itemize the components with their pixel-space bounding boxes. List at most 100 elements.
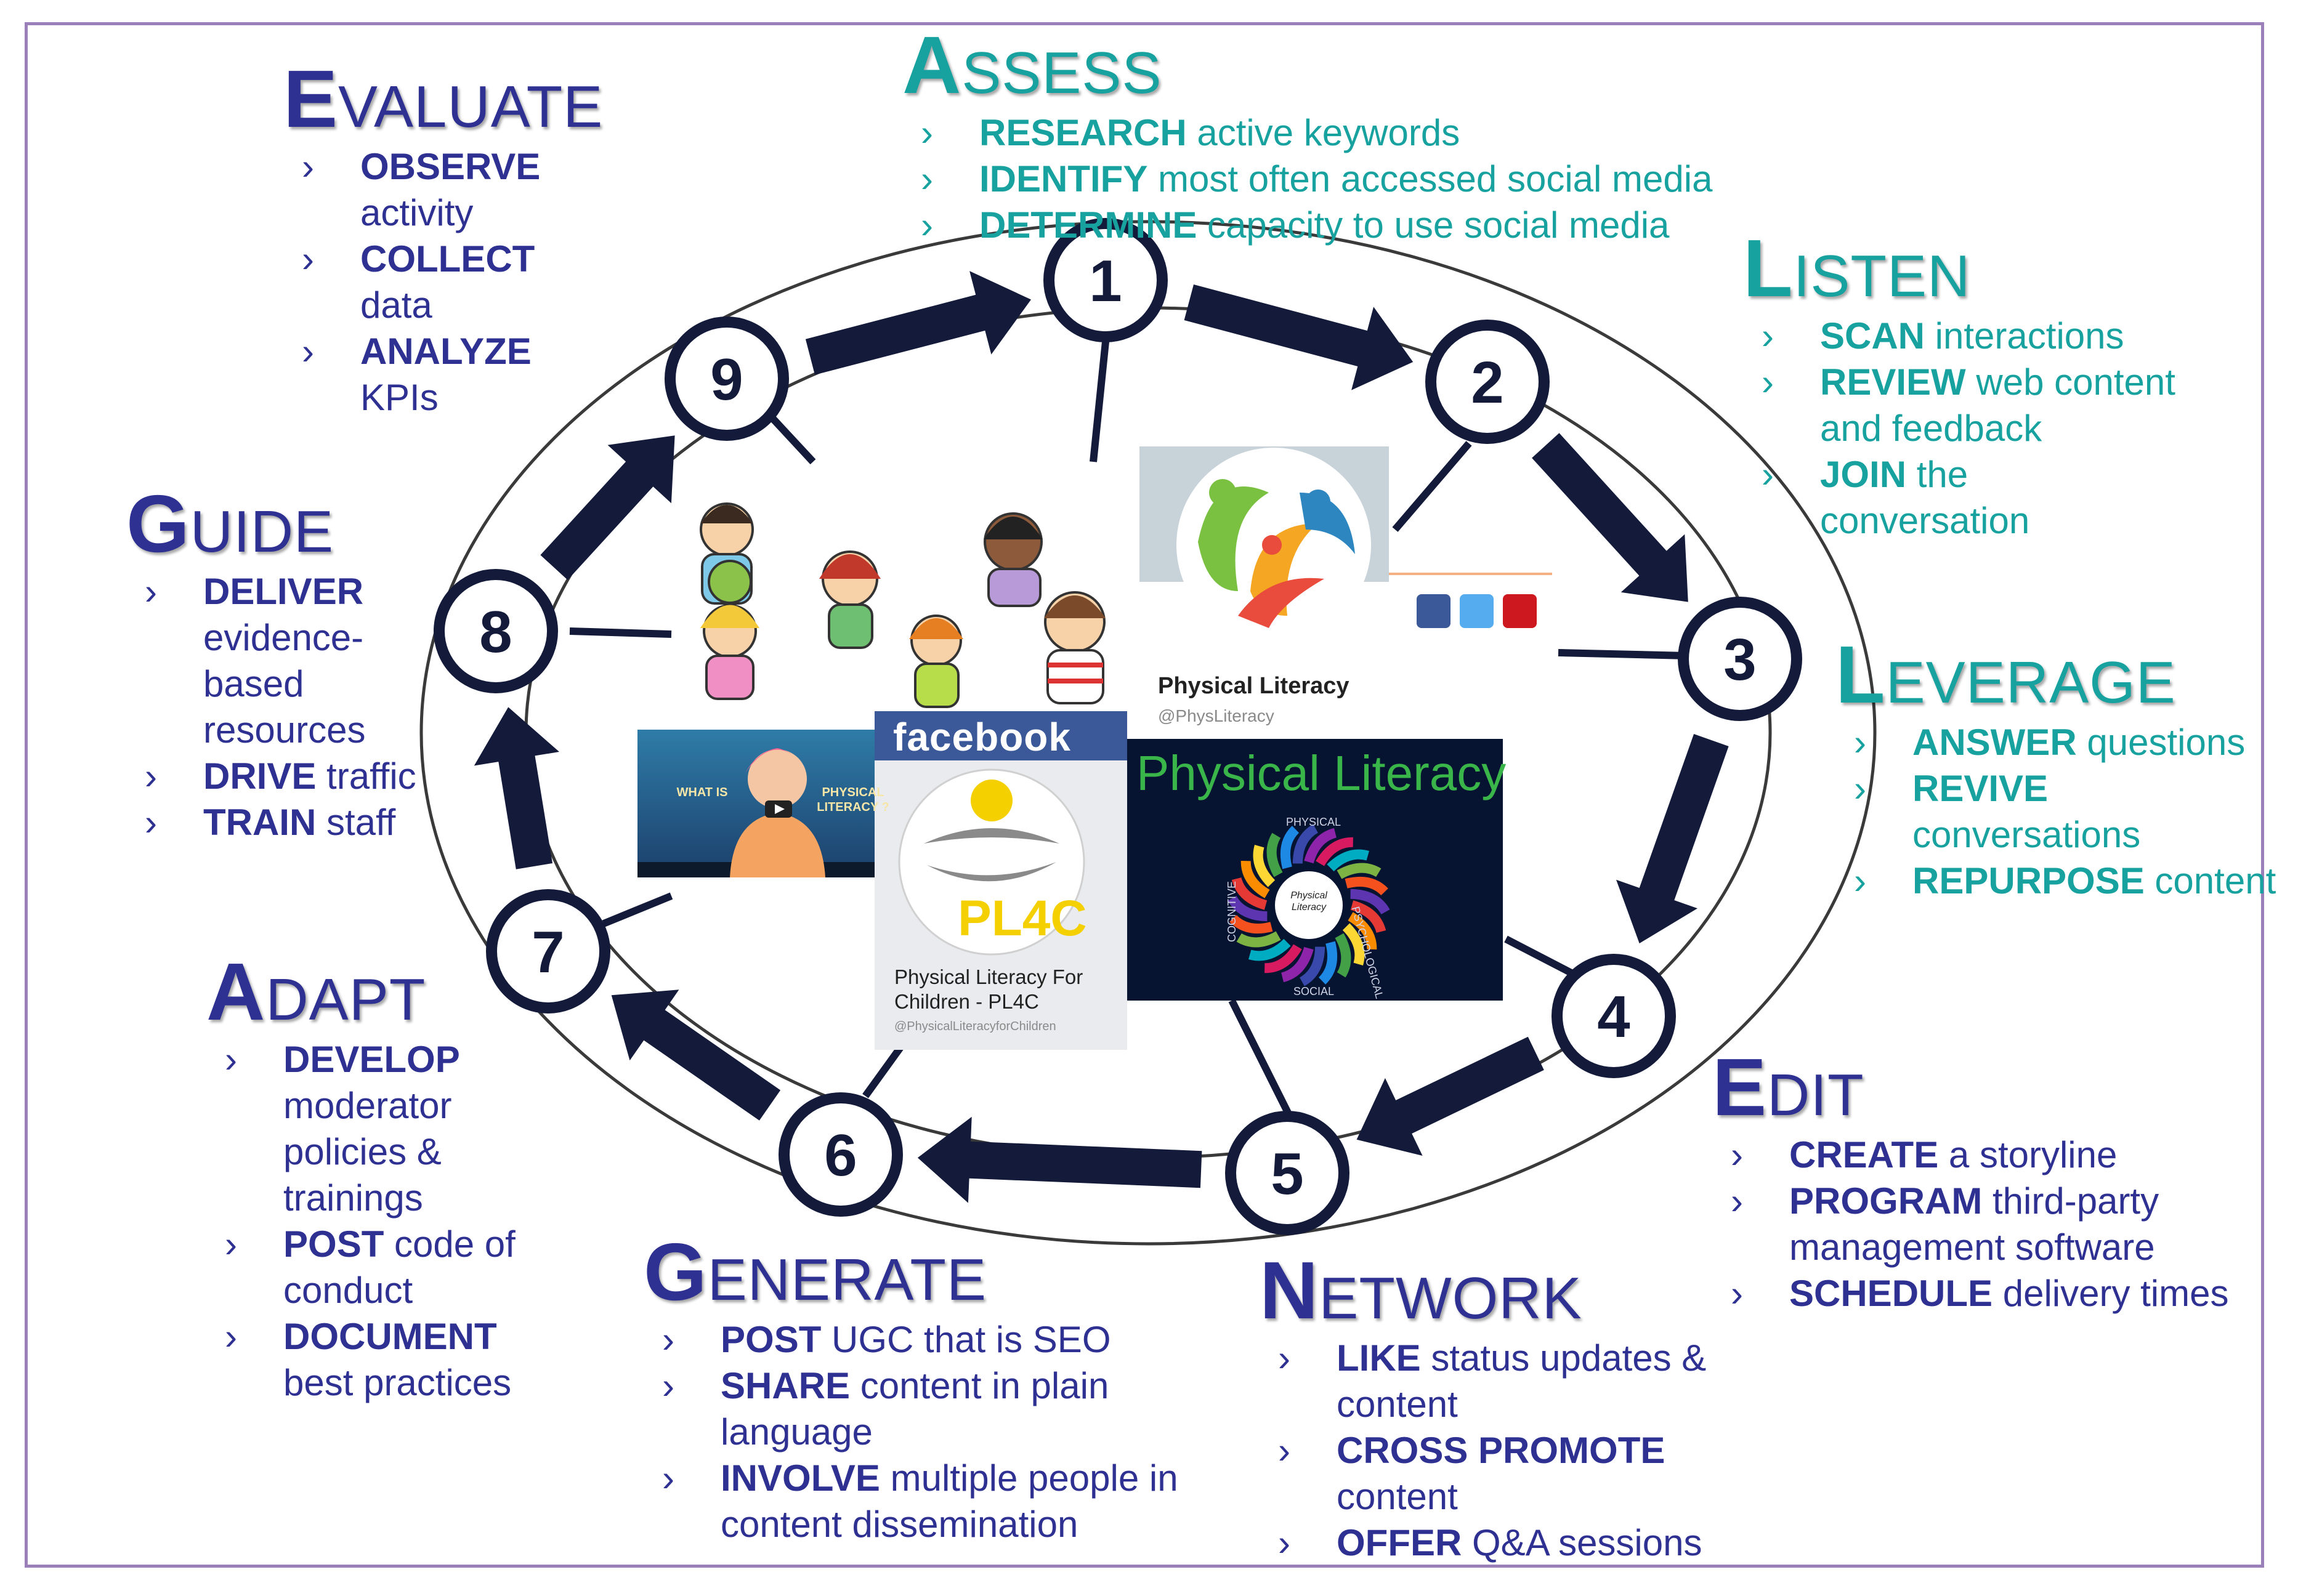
poster-title: Physical Literacy xyxy=(1136,746,1507,800)
stage-item-verb: POST xyxy=(283,1223,384,1265)
wheel-segment xyxy=(1342,923,1365,965)
stage-item-verb: REVIEW xyxy=(1820,361,1966,403)
stage-adapt: ADAPT DEVELOP moderator policies & train… xyxy=(206,951,539,1406)
stage-item: CROSS PROMOTE content xyxy=(1260,1427,1740,1520)
stage-item-verb: REPURPOSE xyxy=(1912,860,2145,901)
stage-item-verb: SHARE xyxy=(721,1365,851,1406)
node-number: 8 xyxy=(479,599,512,665)
node-7: 7 xyxy=(486,889,610,1014)
stage-item-text: staff xyxy=(316,802,396,843)
stage-heading: ASSESS xyxy=(902,20,1162,110)
stage-item-text: multiple people in content dissemination xyxy=(721,1457,1178,1545)
stage-item: OBSERVE activity xyxy=(283,143,567,236)
arrow-7-to-8 xyxy=(474,707,559,869)
facebook-page-card xyxy=(875,711,1127,1050)
node-6: 6 xyxy=(779,1092,903,1217)
youtube-icon xyxy=(1503,594,1537,628)
stage-item-text: conversations xyxy=(1912,814,2141,855)
stage-item-verb: RESEARCH xyxy=(979,112,1187,153)
node-3: 3 xyxy=(1678,597,1802,721)
wheel-segment xyxy=(1299,946,1325,986)
node-9: 9 xyxy=(665,316,789,441)
stage-item-verb: DRIVE xyxy=(203,756,317,797)
stage-item-text: moderator policies & trainings xyxy=(283,1085,452,1219)
arrow-2-to-3 xyxy=(1532,433,1688,602)
physical-literacy-poster xyxy=(1127,739,1503,1001)
stage-edit: EDIT CREATE a storylinePROGRAM third-par… xyxy=(1712,1042,2267,1317)
node-4: 4 xyxy=(1552,954,1676,1078)
stage-heading: GENERATE xyxy=(644,1227,987,1317)
stage-item-text: interactions xyxy=(1925,315,2124,357)
node-5: 5 xyxy=(1225,1111,1349,1235)
stage-item-text: Q&A sessions xyxy=(1462,1522,1702,1563)
stage-item-verb: CREATE xyxy=(1789,1134,1939,1175)
wheel-segment xyxy=(1292,824,1319,864)
wheel-segment xyxy=(1318,941,1338,985)
stage-item: POST UGC that is SEO xyxy=(644,1316,1210,1363)
twitter-icon xyxy=(1460,594,1494,628)
node-number: 5 xyxy=(1271,1141,1303,1207)
stage-item-verb: DEVELOP xyxy=(283,1039,460,1080)
stage-evaluate: EVALUATE OBSERVE activityCOLLECT dataANA… xyxy=(283,54,604,421)
arrow-6-to-7 xyxy=(611,989,781,1121)
node-number: 4 xyxy=(1597,984,1630,1050)
stage-assess: ASSESS RESEARCH active keywordsIDENTIFY … xyxy=(902,20,1713,249)
stage-item-text: delivery times xyxy=(1993,1273,2229,1314)
node-number: 3 xyxy=(1723,627,1756,693)
stage-item-verb: POST xyxy=(721,1319,822,1360)
stage-heading: LEVERAGE xyxy=(1835,629,2176,720)
node-connectors xyxy=(569,341,1688,1119)
stage-item: JOIN the conversation xyxy=(1743,451,2187,544)
stage-item-verb: REVIVE xyxy=(1912,768,2049,809)
node-number: 7 xyxy=(532,919,564,985)
stage-item-verb: COLLECT xyxy=(360,238,535,280)
wheel-segment xyxy=(1236,931,1281,948)
twitter-profile-handle: @PhysLiteracy xyxy=(1158,706,1274,725)
facebook-page-name: Physical Literacy For Children - PL4C xyxy=(894,965,1083,1013)
stage-item: COLLECT data xyxy=(283,236,567,328)
stage-item: DETERMINE capacity to use social media xyxy=(902,202,1712,248)
stage-item-verb: ANSWER xyxy=(1912,722,2077,763)
stage-item-verb: OFFER xyxy=(1337,1522,1462,1563)
poster-ring-physical: PHYSICAL xyxy=(1286,816,1341,828)
stage-item-text: most often accessed social media xyxy=(1147,158,1713,200)
stage-item-text: code of conduct xyxy=(283,1223,516,1311)
wheel-segment xyxy=(1348,912,1377,950)
poster-ring-cognitive: COGNITIVE xyxy=(1226,881,1238,942)
stage-item: OFFER Q&A sessions xyxy=(1260,1520,1740,1566)
kids-illustration xyxy=(700,502,1106,708)
video-thumbnail xyxy=(637,730,912,877)
stage-item: CREATE a storyline xyxy=(1712,1132,2267,1178)
wheel-segment xyxy=(1327,849,1369,872)
stage-item: DELIVER evidence-based resources xyxy=(126,568,447,753)
stage-item-text: evidence-based resources xyxy=(203,617,366,751)
stage-item-text: UGC that is SEO xyxy=(821,1319,1111,1360)
facebook-page-handle: @PhysicalLiteracyforChildren xyxy=(894,1020,1056,1033)
facebook-icon xyxy=(1417,594,1450,628)
stage-item-text: web content and feedback xyxy=(1820,361,2175,449)
stage-heading: EDIT xyxy=(1712,1042,1864,1132)
stage-item-text: best practices xyxy=(283,1362,512,1403)
wheel-segment xyxy=(1335,933,1351,978)
stage-item: ANSWER questions xyxy=(1835,719,2279,765)
stage-heading: EVALUATE xyxy=(283,54,604,144)
arrow-1-to-2 xyxy=(1184,284,1414,390)
stage-item: TRAIN staff xyxy=(126,799,447,845)
stage-item-text: active keywords xyxy=(1186,112,1460,153)
stage-item: ANALYZE KPIs xyxy=(283,328,567,421)
stage-item: DOCUMENT best practices xyxy=(206,1313,539,1406)
wheel-segment xyxy=(1345,876,1388,896)
stage-item-text: capacity to use social media xyxy=(1197,204,1670,246)
arrow-5-to-6 xyxy=(917,1116,1202,1203)
stage-item-verb: LIKE xyxy=(1337,1337,1421,1379)
wheel-segment xyxy=(1304,828,1337,864)
twitter-profile-name: Physical Literacy xyxy=(1158,673,1349,699)
stage-item-verb: OBSERVE xyxy=(360,146,541,187)
stage-item-text: status updates & content xyxy=(1337,1337,1707,1425)
wheel-segment xyxy=(1228,895,1268,922)
stage-item-verb: JOIN xyxy=(1820,454,1907,495)
stage-item-text: traffic xyxy=(316,756,416,797)
wheel-segment xyxy=(1316,837,1354,866)
wheel-segment xyxy=(1231,877,1268,910)
stage-item: LIKE status updates & content xyxy=(1260,1335,1740,1427)
